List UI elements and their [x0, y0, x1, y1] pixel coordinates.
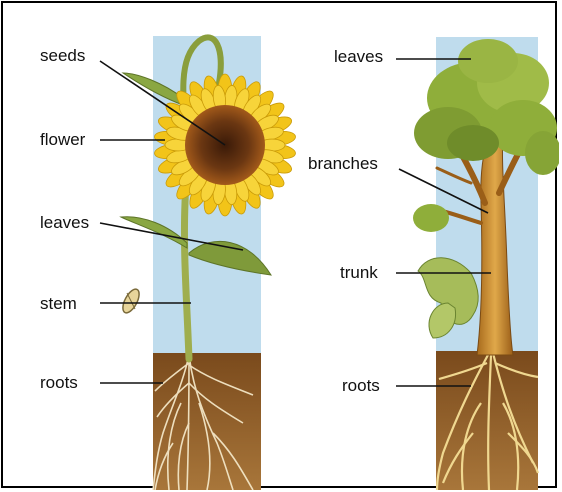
- label-seeds: seeds: [40, 47, 85, 64]
- sunflower-illustration: [120, 36, 297, 490]
- label-sunflower-leaves: leaves: [40, 214, 89, 231]
- label-tree-roots: roots: [342, 377, 380, 394]
- label-tree-leaves: leaves: [334, 48, 383, 65]
- label-branches: branches: [308, 155, 378, 172]
- label-stem: stem: [40, 295, 77, 312]
- plant-parts-diagram: [3, 3, 559, 490]
- label-trunk: trunk: [340, 264, 378, 281]
- diagram-frame: seeds flower leaves stem roots leaves br…: [1, 1, 557, 488]
- tree-illustration: [413, 37, 559, 490]
- tree-soil: [436, 351, 538, 490]
- label-flower: flower: [40, 131, 85, 148]
- label-sunflower-roots: roots: [40, 374, 78, 391]
